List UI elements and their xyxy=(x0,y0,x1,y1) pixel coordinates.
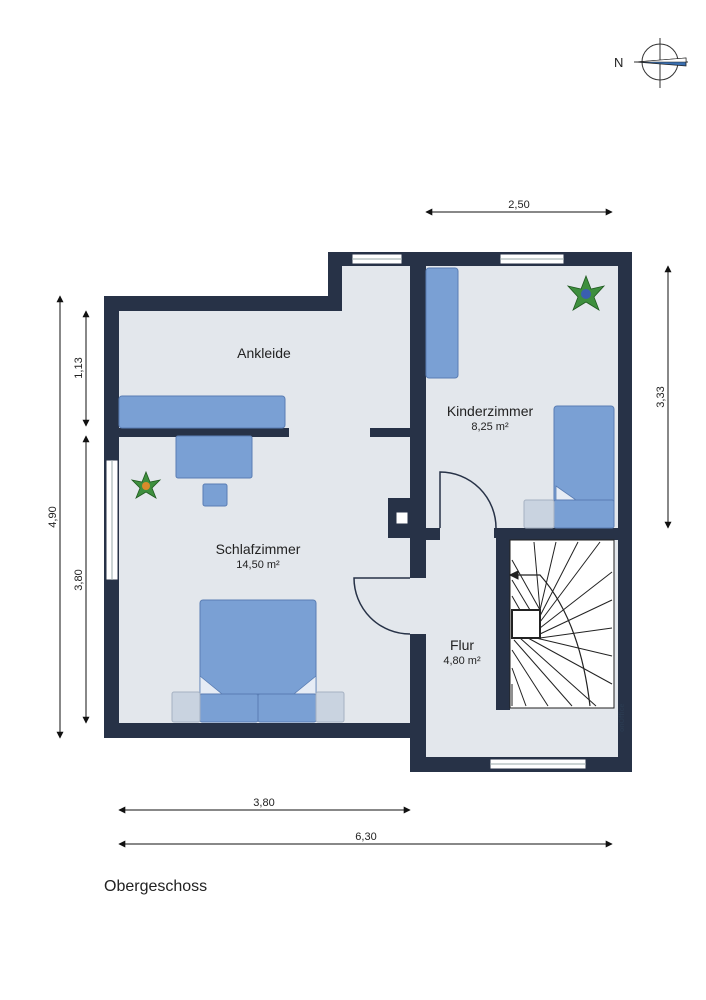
furniture xyxy=(118,267,615,723)
dim-top-width: 2,50 xyxy=(508,199,529,211)
dim-right-height: 3,33 xyxy=(655,386,667,407)
floor-label: Obergeschoss xyxy=(104,878,208,895)
windows xyxy=(105,253,587,770)
room-flur-name: Flur xyxy=(450,637,474,653)
nightstand-right xyxy=(315,691,345,723)
dim-bottom-total: 6,30 xyxy=(355,831,376,843)
plant-kinderzimmer xyxy=(566,274,606,311)
nightstand-left xyxy=(171,691,201,723)
door-kinderzimmer xyxy=(439,471,497,529)
wardrobe xyxy=(118,395,286,429)
room-schlafzimmer-area: 14,50 m² xyxy=(236,559,280,571)
desk xyxy=(175,435,253,479)
doors xyxy=(353,471,497,635)
kids-wardrobe xyxy=(425,267,459,379)
chair xyxy=(202,483,228,507)
dim-left-upper: 1,13 xyxy=(73,357,85,378)
inner-walls xyxy=(119,252,618,734)
kids-nightstand xyxy=(523,499,555,529)
compass: N xyxy=(614,38,688,88)
svg-text:onOffice: onOffice xyxy=(619,704,626,732)
room-kinderzimmer-name: Kinderzimmer xyxy=(447,403,534,419)
onoffice-logo: onOffice xyxy=(619,704,626,732)
double-bed xyxy=(199,599,317,695)
room-flur-area: 4,80 m² xyxy=(443,655,481,667)
dim-bottom-partial: 3,80 xyxy=(253,797,274,809)
room-ankleide-name: Ankleide xyxy=(237,345,291,361)
room-kinderzimmer-area: 8,25 m² xyxy=(471,421,509,433)
plant-schlafzimmer xyxy=(130,470,162,499)
dim-left-lower: 3,80 xyxy=(73,569,85,590)
dimension-lines xyxy=(56,208,672,848)
door-schlafzimmer xyxy=(353,577,411,635)
room-schlafzimmer-name: Schlafzimmer xyxy=(216,541,301,557)
dim-left-total: 4,90 xyxy=(47,506,59,527)
staircase xyxy=(508,539,615,709)
compass-north-label: N xyxy=(614,55,623,70)
